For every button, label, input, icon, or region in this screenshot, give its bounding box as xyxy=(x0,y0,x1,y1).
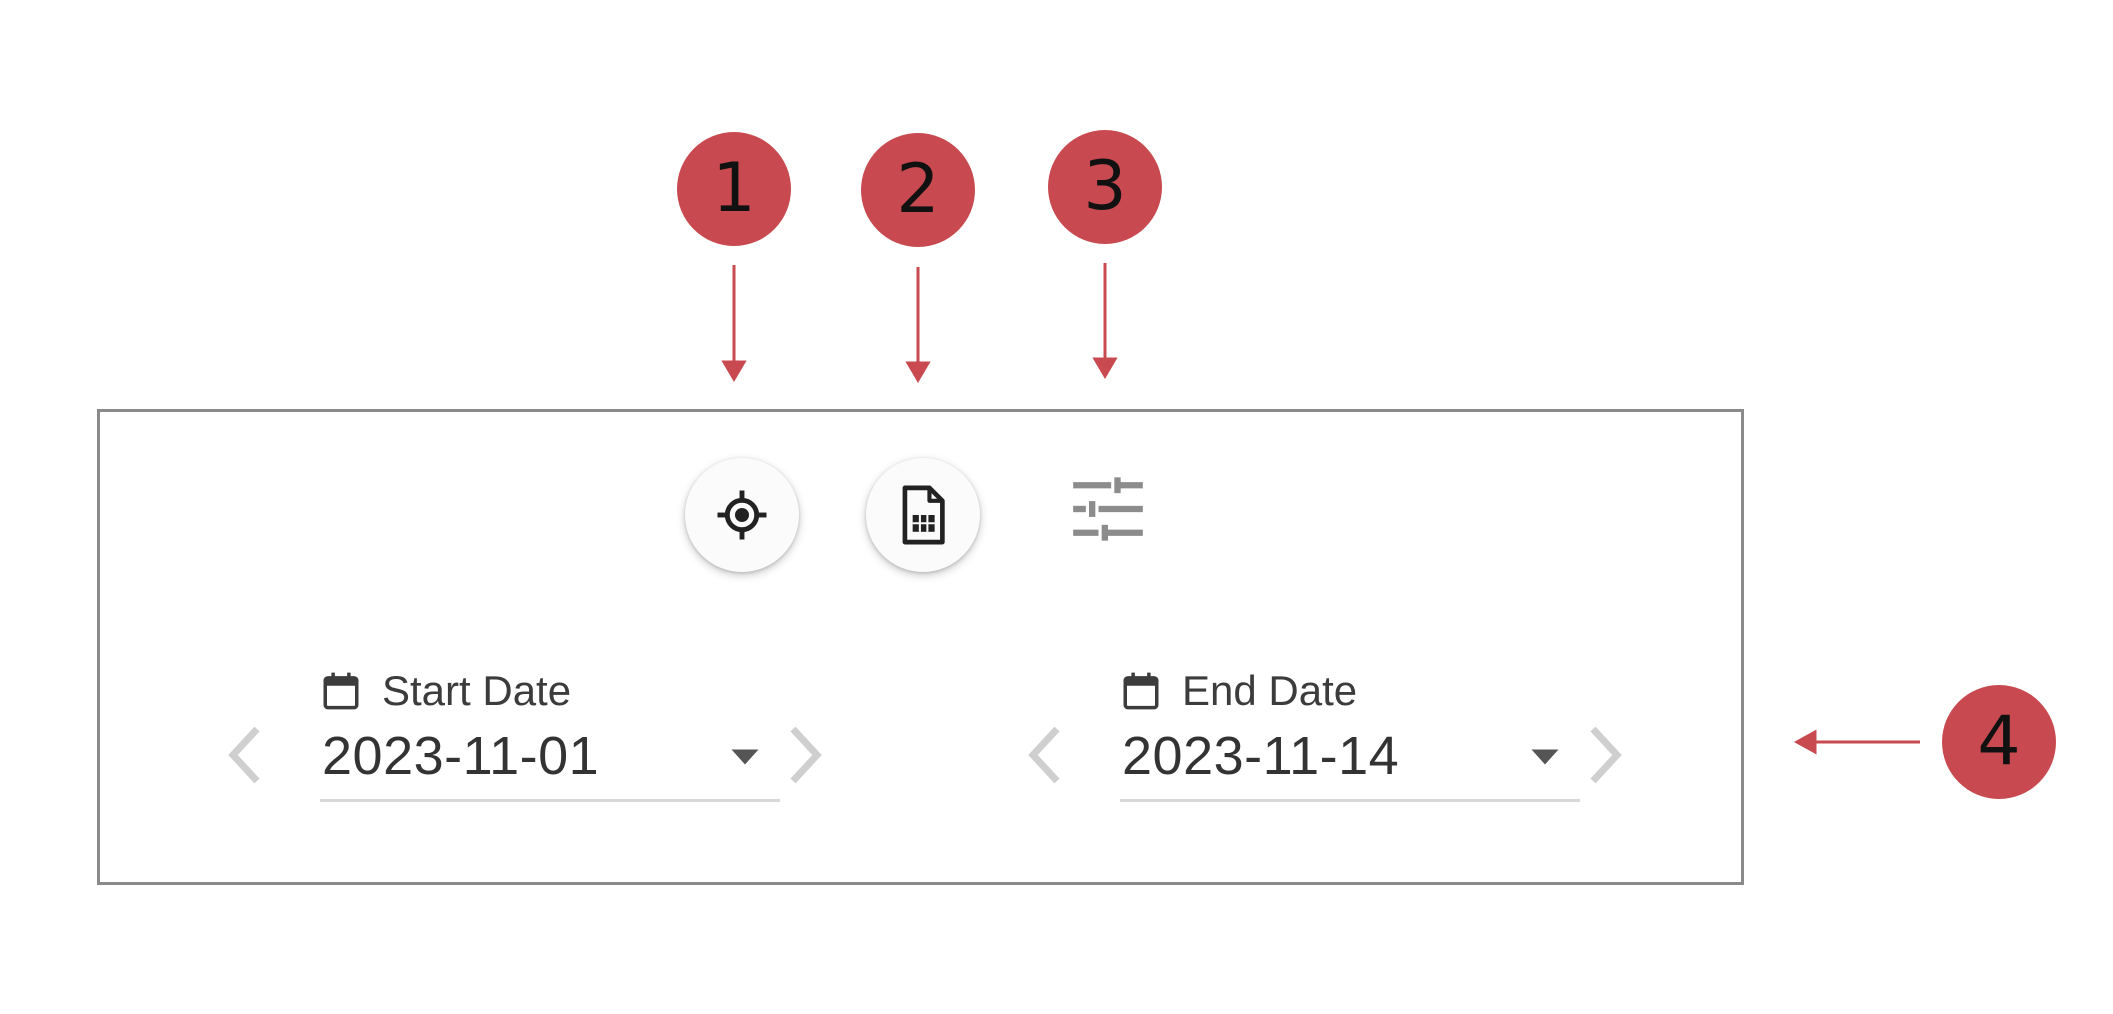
end-date-dropdown-button[interactable] xyxy=(1520,732,1570,782)
start-date-group: Start Date xyxy=(220,652,840,802)
callout-2: 2 xyxy=(861,133,975,247)
chevron-right-icon xyxy=(790,726,822,784)
caret-down-icon xyxy=(731,749,759,765)
caret-down-icon xyxy=(1531,749,1559,765)
locate-button[interactable] xyxy=(685,458,799,572)
filters-button[interactable] xyxy=(1051,452,1165,566)
chevron-left-icon xyxy=(228,726,260,784)
start-date-prev-button[interactable] xyxy=(220,720,270,790)
arrow-2-head xyxy=(905,361,931,383)
end-date-underline xyxy=(1120,799,1580,802)
map-toolbar-panel: Start Date xyxy=(97,409,1744,885)
callout-3: 3 xyxy=(1048,130,1162,244)
crosshair-locate-icon xyxy=(717,490,767,540)
calendar-icon xyxy=(1123,672,1159,710)
spreadsheet-document-icon xyxy=(902,485,945,545)
end-date-prev-button[interactable] xyxy=(1020,720,1070,790)
end-date-label-row: End Date xyxy=(1120,667,1357,715)
arrow-4-head xyxy=(1793,729,1817,755)
end-date-next-button[interactable] xyxy=(1580,720,1630,790)
calendar-icon xyxy=(323,672,359,710)
start-date-dropdown-button[interactable] xyxy=(720,732,770,782)
chevron-left-icon xyxy=(1028,726,1060,784)
end-date-label: End Date xyxy=(1182,667,1358,714)
start-date-next-button[interactable] xyxy=(780,720,830,790)
callout-1: 1 xyxy=(677,132,791,246)
arrow-1-head xyxy=(721,360,747,382)
end-date-group: End Date xyxy=(1020,652,1640,802)
end-date-input[interactable] xyxy=(1122,725,1502,787)
arrow-3-head xyxy=(1092,357,1118,379)
report-button[interactable] xyxy=(866,458,980,572)
callout-4: 4 xyxy=(1942,685,2056,799)
start-date-input[interactable] xyxy=(322,725,702,787)
start-date-label: Start Date xyxy=(382,667,572,714)
sliders-tune-icon xyxy=(1073,477,1143,541)
start-date-underline xyxy=(320,799,780,802)
start-date-label-row: Start Date xyxy=(320,667,571,715)
end-date-field[interactable]: End Date xyxy=(1120,652,1580,802)
start-date-field[interactable]: Start Date xyxy=(320,652,780,802)
chevron-right-icon xyxy=(1590,726,1622,784)
